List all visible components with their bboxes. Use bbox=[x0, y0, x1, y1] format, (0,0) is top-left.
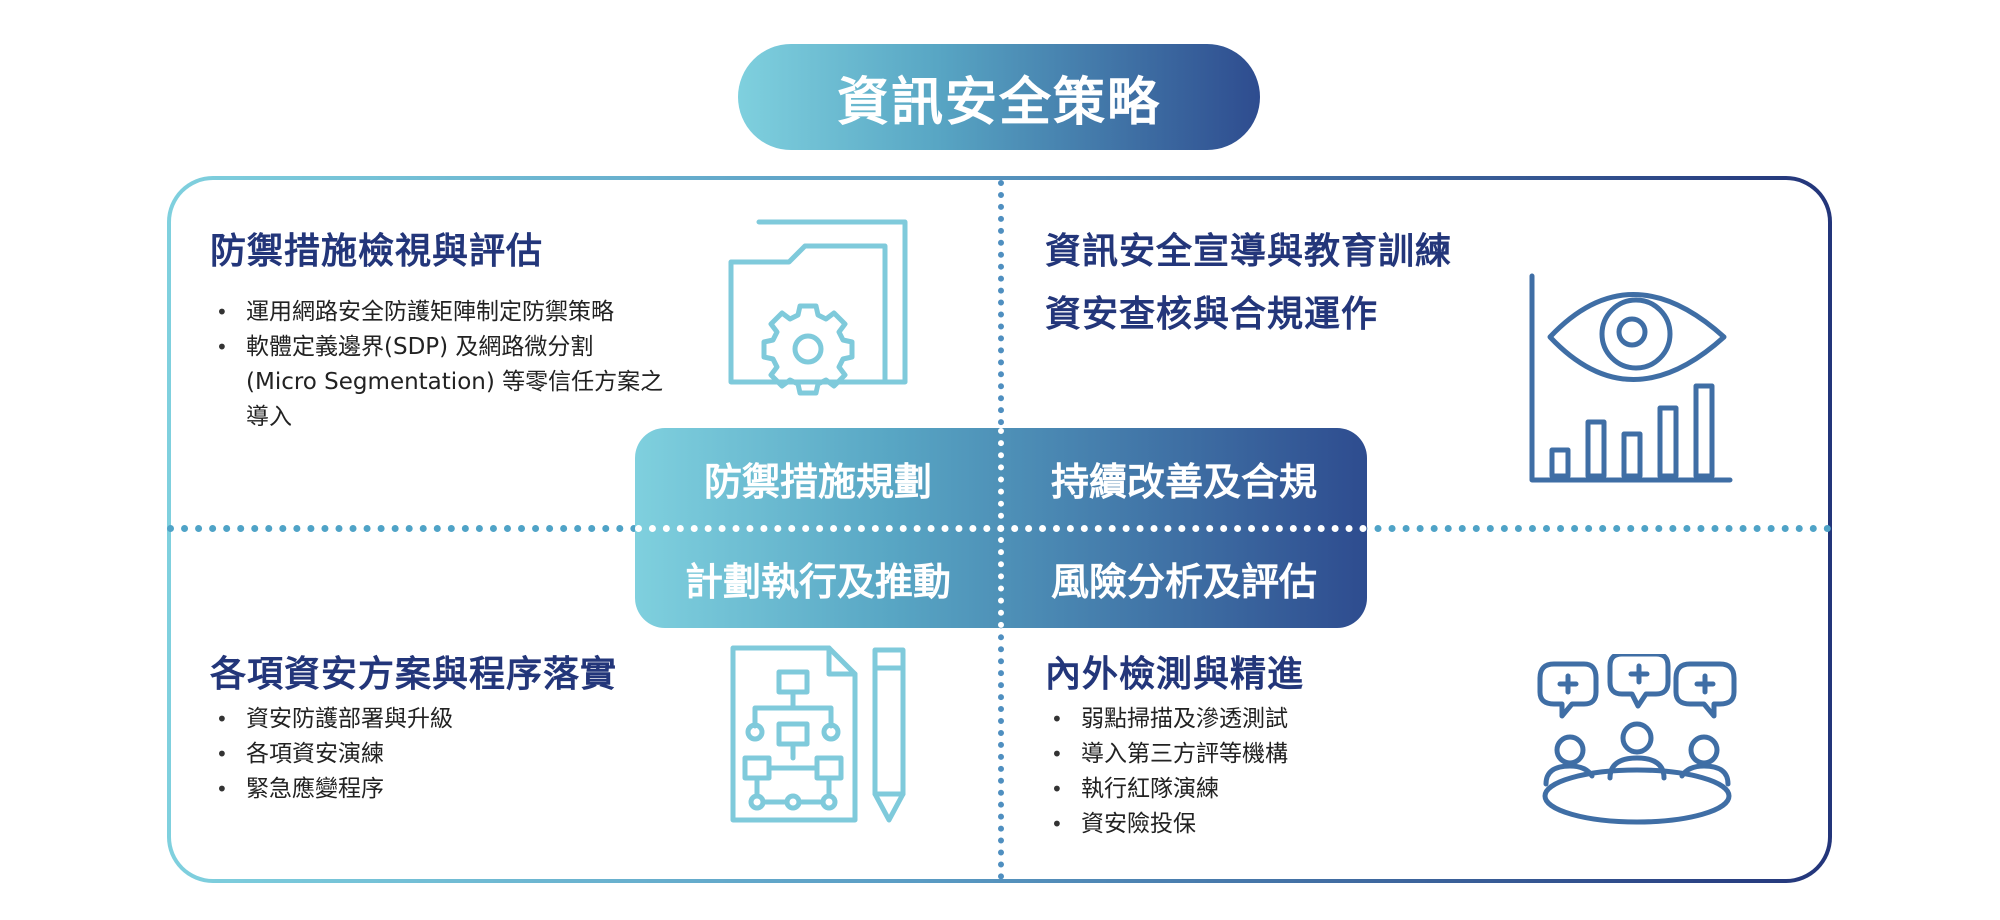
quadrant-title-inspection: 內外檢測與精進 bbox=[1045, 654, 1305, 695]
center-label-improvement: 持續改善及合規 bbox=[1050, 459, 1317, 504]
list-item: 緊急應變程序 bbox=[210, 772, 670, 807]
list-item: 運用網路安全防護矩陣制定防禦策略 bbox=[210, 295, 670, 330]
center-label-execution: 計劃執行及推動 bbox=[684, 559, 951, 604]
quadrant-title-defense-review: 防禦措施檢視與評估 bbox=[210, 231, 544, 272]
center-cycle-box: 防禦措施規劃 持續改善及合規 計劃執行及推動 風險分析及評估 bbox=[635, 428, 1367, 628]
center-label-planning: 防禦措施規劃 bbox=[703, 459, 932, 504]
list-item: 資安險投保 bbox=[1045, 807, 1505, 842]
meeting-discussion-icon bbox=[1537, 654, 1737, 825]
inspection-list: 弱點掃描及滲透測試 導入第三方評等機構 執行紅隊演練 資安險投保 bbox=[1045, 702, 1505, 842]
page-title: 資訊安全策略 bbox=[836, 72, 1161, 133]
quadrant-title-audit-compliance: 資安查核與合規運作 bbox=[1045, 294, 1379, 335]
folder-gear-icon bbox=[728, 219, 908, 396]
list-item: 各項資安演練 bbox=[210, 737, 670, 772]
list-item: 執行紅隊演練 bbox=[1045, 772, 1505, 807]
quadrant-title-implementation: 各項資安方案與程序落實 bbox=[210, 654, 618, 695]
center-vertical-divider bbox=[998, 428, 1004, 628]
quadrant-title-awareness-training: 資訊安全宣導與教育訓練 bbox=[1045, 231, 1453, 272]
title-banner: 資訊安全策略 bbox=[738, 44, 1260, 150]
list-item: 弱點掃描及滲透測試 bbox=[1045, 702, 1505, 737]
list-item: 軟體定義邊界(SDP) 及網路微分割 (Micro Segmentation) … bbox=[210, 330, 670, 435]
list-item: 導入第三方評等機構 bbox=[1045, 737, 1505, 772]
list-item: 資安防護部署與升級 bbox=[210, 702, 670, 737]
eye-chart-icon bbox=[1529, 273, 1733, 483]
flowchart-pencil-icon bbox=[730, 645, 906, 823]
defense-review-list: 運用網路安全防護矩陣制定防禦策略 軟體定義邊界(SDP) 及網路微分割 (Mic… bbox=[210, 295, 670, 435]
center-label-risk: 風險分析及評估 bbox=[1050, 559, 1317, 604]
implementation-list: 資安防護部署與升級 各項資安演練 緊急應變程序 bbox=[210, 702, 670, 807]
